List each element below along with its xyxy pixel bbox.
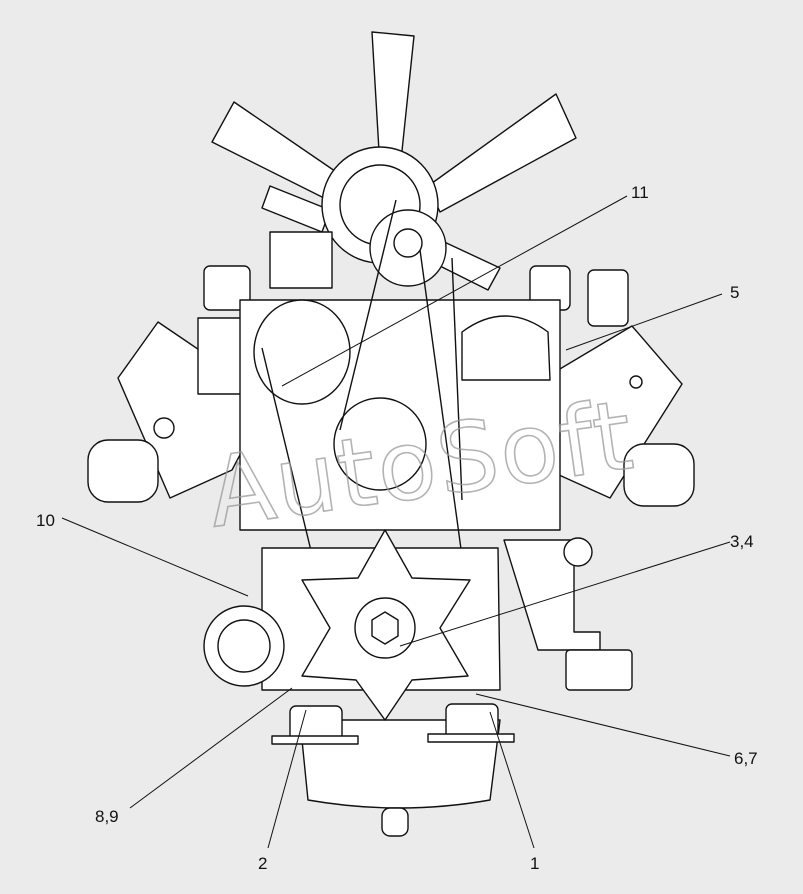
leader-89 xyxy=(129,687,293,809)
cylinder-bank-left xyxy=(87,321,271,503)
leader-67 xyxy=(475,693,731,757)
callout-3-4: 3,4 xyxy=(730,532,754,551)
callout-1: 1 xyxy=(530,854,539,873)
left-bracket xyxy=(203,265,251,311)
oil-drain xyxy=(381,807,409,837)
leader-11 xyxy=(281,195,628,387)
right-support-boss xyxy=(563,537,593,567)
leader-5 xyxy=(565,293,723,351)
air-box xyxy=(269,231,333,289)
drive-belt xyxy=(261,199,469,601)
leader-34 xyxy=(399,541,731,647)
callout-8-9: 8,9 xyxy=(95,807,119,826)
alternator-pulley xyxy=(393,228,423,258)
callout-6-7: 6,7 xyxy=(734,749,758,768)
leader-1 xyxy=(489,711,535,849)
crank-nut xyxy=(371,611,399,645)
water-pump-pulley xyxy=(333,397,427,491)
left-filter xyxy=(253,299,351,405)
engine-mount-right-base xyxy=(427,733,515,743)
right-engine-mount xyxy=(565,649,633,691)
fan-blade-right xyxy=(427,93,577,213)
callout-5: 5 xyxy=(730,283,739,302)
leader-10 xyxy=(61,517,249,597)
cylinder-bank-right xyxy=(527,325,695,507)
leader-2 xyxy=(267,709,307,849)
engine-mount-left-base xyxy=(271,735,359,745)
leader-lines xyxy=(61,195,731,849)
callout-11: 11 xyxy=(631,183,649,202)
callout-10: 10 xyxy=(36,511,55,530)
left-pulley-inner xyxy=(217,619,271,673)
right-filter xyxy=(587,269,629,327)
right-filter-dome xyxy=(461,315,551,381)
callout-2: 2 xyxy=(258,854,267,873)
